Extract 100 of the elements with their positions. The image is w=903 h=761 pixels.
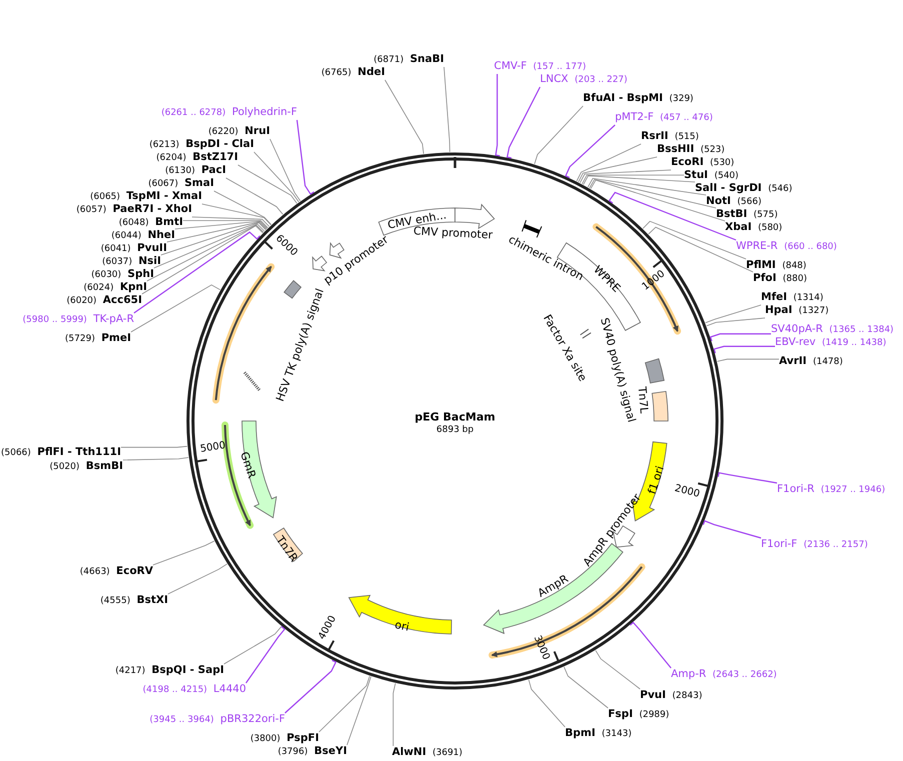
tick-label: 3000 <box>530 634 552 662</box>
leader-line <box>226 178 284 215</box>
restriction-site-label: HpaI (1327) <box>765 304 829 318</box>
leader-line <box>202 204 272 226</box>
primer-label: (3945 .. 3964) pBR322ori-F <box>150 713 285 727</box>
restriction-site-label: (6213) BspDI - ClaI <box>149 138 254 152</box>
leader-line <box>583 175 696 185</box>
restriction-site-label: (6765) NdeI <box>321 66 385 80</box>
restriction-site-label: (6037) NsiI <box>102 255 161 269</box>
leader-line <box>214 190 272 225</box>
feature-label: GmR <box>238 450 258 480</box>
restriction-site-label: AlwNI (3691) <box>392 746 462 760</box>
feature-label: Tn7L <box>635 386 651 414</box>
primer-label: F1ori-F (2136 .. 2157) <box>761 538 868 552</box>
leader-line <box>595 650 640 690</box>
leader-line <box>608 192 736 241</box>
primer-label: (5980 .. 5999) TK-pA-R <box>22 313 134 327</box>
restriction-site-label: BssHII (523) <box>657 143 725 157</box>
restriction-site-label: PflMI (848) <box>746 259 806 273</box>
restriction-site-label: SalI - SgrDI (546) <box>695 182 792 196</box>
restriction-site-label: AvrII (1478) <box>779 355 843 369</box>
restriction-site-label: (6067) SmaI <box>148 177 214 191</box>
tick-label: 2000 <box>674 483 702 501</box>
leader-line <box>270 138 301 202</box>
restriction-site-label: (4663) EcoRV <box>80 565 153 579</box>
restriction-site-label: (6204) BstZ17I <box>156 151 238 165</box>
leader-line <box>254 152 300 202</box>
restriction-site-label: PfoI (880) <box>753 272 807 286</box>
restriction-site-label: (6030) SphI <box>91 268 154 282</box>
leader-line <box>716 358 780 362</box>
leader-line <box>642 220 746 260</box>
restriction-site-label: (6130) PacI <box>165 164 226 178</box>
leader-line <box>705 304 762 324</box>
leader-line <box>564 666 608 708</box>
restriction-site-label: NotI (566) <box>706 195 762 209</box>
leader-line <box>296 120 314 195</box>
restriction-site-label: BpmI (3143) <box>565 727 632 741</box>
leader-line <box>182 220 268 228</box>
leader-line <box>246 626 286 684</box>
primer-label: WPRE-R (660 .. 680) <box>736 240 837 254</box>
leader-line <box>528 679 566 728</box>
leader-line <box>392 682 396 746</box>
leader-line <box>495 74 500 156</box>
primer-label: SV40pA-R (1365 .. 1384) <box>771 323 894 337</box>
tick-label: 5000 <box>200 440 227 456</box>
restriction-site-label: (6041) PvuII <box>100 242 167 256</box>
restriction-site-label: MfeI (1314) <box>761 291 824 305</box>
restriction-site-label: (6048) BmtI <box>118 216 183 230</box>
leader-line <box>168 564 228 594</box>
leader-line <box>192 216 270 227</box>
restriction-site-label: (6871) SnaBI <box>374 53 444 67</box>
restriction-site-label: (4555) BstXI <box>100 594 168 608</box>
restriction-site-label: StuI (540) <box>684 169 739 183</box>
leader-line <box>589 178 716 208</box>
restriction-site-label: (5066) PflFI - Tth111I <box>0 446 121 460</box>
feature-label: CMV promoter <box>413 224 493 242</box>
primer-label: pMT2-F (457 .. 476) <box>615 111 713 125</box>
leader-line <box>582 174 684 184</box>
feature-label: f1 ori <box>645 464 667 496</box>
restriction-site-label: (6044) NheI <box>111 229 175 243</box>
leader-line <box>706 318 766 326</box>
leader-line <box>160 222 266 256</box>
leader-line <box>146 224 264 282</box>
leader-line <box>130 284 221 332</box>
restriction-site-label: (3800) PspFI <box>250 732 319 746</box>
leader-line <box>564 124 616 178</box>
leader-line <box>154 224 265 268</box>
restriction-site-label: PvuI (2843) <box>640 689 702 703</box>
leader-line <box>142 225 264 294</box>
feature-label: ori <box>394 618 410 634</box>
leader-line <box>346 676 372 746</box>
primer-label: CMV-F (157 .. 177) <box>494 60 586 74</box>
leader-line <box>506 86 541 159</box>
leader-line <box>238 164 298 204</box>
restriction-site-label: (6057) PaeR7I - XhoI <box>76 203 192 217</box>
restriction-site-label: FspI (2989) <box>608 708 670 722</box>
restriction-site-label: XbaI (580) <box>725 221 782 235</box>
leader-line <box>578 156 658 182</box>
primer-label: (6261 .. 6278) Polyhedrin-F <box>161 106 297 120</box>
restriction-site-label: (6220) NruI <box>208 125 270 139</box>
leader-line <box>134 231 260 314</box>
plasmid-name: pEG BacMam <box>414 410 496 424</box>
restriction-site-label: (3796) BseYI <box>278 745 347 759</box>
leader-line <box>713 346 775 354</box>
plasmid-size: 6893 bp <box>436 425 474 435</box>
primer-label: Amp-R (2643 .. 2662) <box>671 668 777 682</box>
leader-line <box>630 622 672 668</box>
restriction-site-label: (5020) BsmBI <box>50 460 123 474</box>
leader-line <box>224 626 282 664</box>
primer-label: F1ori-R (1927 .. 1946) <box>777 483 886 497</box>
leader-line <box>174 220 268 230</box>
leader-line <box>152 540 215 566</box>
leader-line <box>122 457 189 460</box>
restriction-site-label: RsrII (515) <box>641 130 699 144</box>
primer-label: LNCX (203 .. 227) <box>540 73 628 87</box>
leader-line <box>576 144 642 182</box>
leader-line <box>710 333 771 342</box>
restriction-site-label: BfuAI - BspMI (329) <box>583 92 694 106</box>
leader-line <box>534 106 584 164</box>
leader-line <box>580 170 672 184</box>
